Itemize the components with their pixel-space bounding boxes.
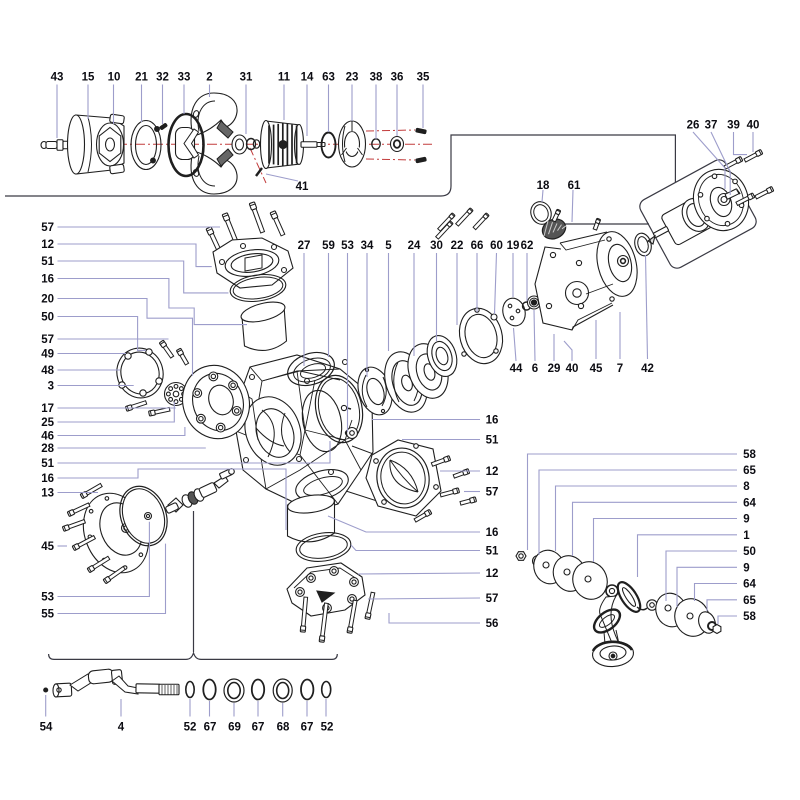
svg-text:52: 52 bbox=[184, 722, 197, 734]
svg-text:69: 69 bbox=[228, 722, 241, 734]
svg-text:18: 18 bbox=[537, 180, 550, 192]
svg-text:45: 45 bbox=[590, 363, 603, 375]
svg-text:67: 67 bbox=[204, 722, 217, 734]
svg-text:35: 35 bbox=[417, 72, 430, 84]
svg-text:59: 59 bbox=[322, 240, 335, 252]
svg-text:16: 16 bbox=[486, 527, 499, 539]
svg-text:1: 1 bbox=[743, 530, 750, 542]
svg-text:17: 17 bbox=[41, 403, 54, 415]
svg-text:61: 61 bbox=[568, 180, 581, 192]
svg-text:12: 12 bbox=[486, 568, 499, 580]
svg-text:42: 42 bbox=[641, 363, 654, 375]
svg-text:60: 60 bbox=[490, 240, 503, 252]
svg-text:10: 10 bbox=[108, 72, 121, 84]
svg-text:5: 5 bbox=[385, 240, 392, 252]
svg-text:16: 16 bbox=[486, 415, 499, 427]
svg-text:16: 16 bbox=[41, 274, 54, 286]
svg-text:34: 34 bbox=[361, 240, 374, 252]
svg-text:45: 45 bbox=[41, 541, 54, 553]
svg-text:58: 58 bbox=[743, 611, 756, 623]
svg-text:44: 44 bbox=[510, 363, 523, 375]
svg-text:3: 3 bbox=[48, 381, 54, 393]
svg-text:2: 2 bbox=[206, 72, 212, 84]
svg-text:56: 56 bbox=[486, 618, 499, 630]
svg-text:37: 37 bbox=[705, 120, 718, 132]
svg-text:57: 57 bbox=[41, 222, 54, 234]
svg-text:32: 32 bbox=[156, 72, 169, 84]
svg-text:57: 57 bbox=[486, 487, 499, 499]
svg-text:54: 54 bbox=[40, 722, 53, 734]
svg-text:55: 55 bbox=[41, 609, 54, 621]
svg-text:14: 14 bbox=[301, 72, 314, 84]
svg-text:23: 23 bbox=[346, 72, 359, 84]
svg-text:68: 68 bbox=[277, 722, 290, 734]
svg-text:30: 30 bbox=[430, 240, 443, 252]
svg-text:15: 15 bbox=[82, 72, 95, 84]
svg-text:64: 64 bbox=[743, 497, 756, 509]
svg-text:33: 33 bbox=[178, 72, 191, 84]
svg-text:24: 24 bbox=[408, 240, 421, 252]
svg-text:51: 51 bbox=[41, 256, 54, 268]
svg-text:26: 26 bbox=[687, 120, 700, 132]
svg-text:46: 46 bbox=[41, 431, 54, 443]
svg-text:67: 67 bbox=[301, 722, 314, 734]
svg-text:65: 65 bbox=[743, 465, 756, 477]
svg-text:62: 62 bbox=[521, 240, 534, 252]
svg-text:53: 53 bbox=[41, 592, 54, 604]
svg-text:7: 7 bbox=[617, 363, 623, 375]
svg-text:50: 50 bbox=[41, 312, 54, 324]
svg-text:57: 57 bbox=[41, 334, 54, 346]
svg-text:41: 41 bbox=[296, 181, 309, 193]
svg-text:29: 29 bbox=[548, 363, 561, 375]
svg-text:12: 12 bbox=[486, 466, 499, 478]
svg-text:51: 51 bbox=[41, 458, 54, 470]
svg-text:65: 65 bbox=[743, 595, 756, 607]
svg-text:51: 51 bbox=[486, 435, 499, 447]
svg-text:58: 58 bbox=[743, 449, 756, 461]
svg-text:49: 49 bbox=[41, 349, 54, 361]
svg-text:43: 43 bbox=[51, 72, 64, 84]
svg-text:9: 9 bbox=[743, 562, 749, 574]
svg-text:40: 40 bbox=[747, 120, 760, 132]
svg-text:9: 9 bbox=[743, 514, 749, 526]
svg-text:20: 20 bbox=[41, 294, 54, 306]
svg-text:27: 27 bbox=[298, 240, 311, 252]
svg-text:28: 28 bbox=[41, 443, 54, 455]
svg-text:50: 50 bbox=[743, 546, 756, 558]
svg-text:53: 53 bbox=[341, 240, 354, 252]
svg-text:67: 67 bbox=[252, 722, 265, 734]
svg-text:39: 39 bbox=[727, 120, 740, 132]
svg-text:40: 40 bbox=[566, 363, 579, 375]
svg-text:6: 6 bbox=[532, 363, 538, 375]
svg-text:31: 31 bbox=[240, 72, 253, 84]
svg-text:11: 11 bbox=[278, 72, 291, 84]
svg-text:63: 63 bbox=[322, 72, 335, 84]
svg-text:25: 25 bbox=[41, 417, 54, 429]
svg-text:19: 19 bbox=[507, 240, 520, 252]
svg-text:64: 64 bbox=[743, 579, 756, 591]
svg-text:21: 21 bbox=[135, 72, 148, 84]
svg-text:48: 48 bbox=[41, 365, 54, 377]
svg-text:36: 36 bbox=[391, 72, 404, 84]
svg-text:4: 4 bbox=[118, 722, 125, 734]
svg-text:12: 12 bbox=[41, 239, 54, 251]
svg-text:51: 51 bbox=[486, 546, 499, 558]
svg-text:22: 22 bbox=[451, 240, 464, 252]
svg-text:16: 16 bbox=[41, 473, 54, 485]
svg-text:13: 13 bbox=[41, 488, 54, 500]
svg-text:38: 38 bbox=[370, 72, 383, 84]
svg-text:57: 57 bbox=[486, 593, 499, 605]
svg-text:66: 66 bbox=[471, 240, 484, 252]
svg-text:52: 52 bbox=[321, 722, 334, 734]
svg-text:8: 8 bbox=[743, 481, 750, 493]
